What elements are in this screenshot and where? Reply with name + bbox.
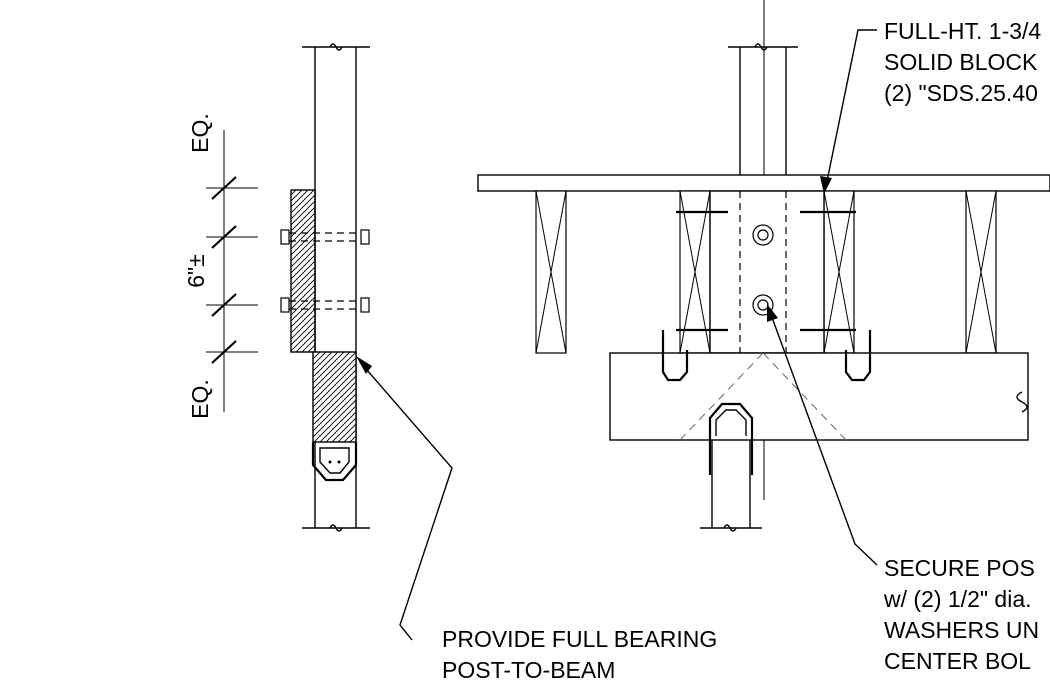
callout-secure-line-3: WASHERS UN	[884, 617, 1040, 643]
callout-secure-line-1: SECURE POS	[884, 555, 1035, 581]
beam	[609, 352, 1029, 441]
left-section-view	[206, 43, 453, 641]
dim-label-middle: 6"±	[183, 254, 209, 288]
callout-secure-line-4: CENTER BOL	[884, 648, 1031, 674]
lower-post	[700, 402, 762, 532]
bearing-leader	[356, 356, 453, 641]
beam-hatched-section	[312, 351, 357, 443]
dim-label-bottom: EQ.	[187, 379, 213, 419]
solid-block	[709, 190, 825, 354]
upper-post	[728, 43, 798, 175]
block-bolts	[752, 224, 774, 316]
callout-secure-line-2: w/ (2) 1/2" dia.	[884, 586, 1032, 612]
through-bolts	[280, 229, 370, 313]
right-elevation-view	[477, 0, 1050, 566]
top-plate	[477, 174, 1050, 192]
joists	[535, 190, 997, 354]
dimension-string	[206, 130, 258, 412]
callout-bearing-line-2: POST-TO-BEAM	[442, 657, 616, 683]
post-base-connector	[311, 442, 358, 482]
callout-block: FULL-HT. 1-3/4 SOLID BLOCK (2) "SDS.25.4…	[884, 16, 1050, 109]
joist-hangers	[661, 330, 872, 382]
callout-bearing: PROVIDE FULL BEARING POST-TO-BEAM	[442, 624, 717, 686]
dim-label-top: EQ.	[187, 113, 213, 153]
callout-block-line-3: (2) "SDS.25.40	[884, 80, 1038, 106]
hatched-block	[290, 189, 316, 353]
callout-secure: SECURE POS w/ (2) 1/2" dia. WASHERS UN C…	[884, 553, 1050, 677]
callout-block-line-1: FULL-HT. 1-3/4	[884, 18, 1042, 44]
block-leader	[820, 29, 877, 194]
secure-leader	[767, 304, 878, 566]
sds-screws	[676, 210, 856, 332]
callout-bearing-line-1: PROVIDE FULL BEARING	[442, 626, 718, 652]
callout-block-line-2: SOLID BLOCK	[884, 49, 1038, 75]
